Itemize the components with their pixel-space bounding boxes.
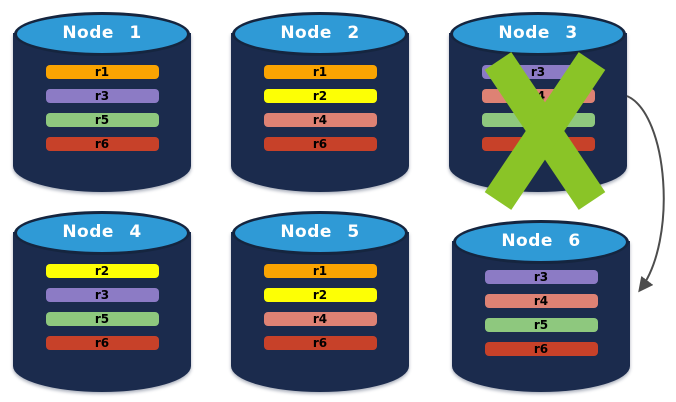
replica-bar: r4: [263, 113, 377, 127]
cylinder-top: Node 5: [232, 211, 408, 255]
node-5-cylinder: Node 5 r1 r2 r4 r6: [231, 211, 409, 392]
replica-list: r3 r4 r5 r6: [452, 270, 630, 356]
replica-list: r1 r2 r4 r6: [231, 65, 409, 151]
replica-bar: r1: [263, 65, 377, 79]
replica-bar: r3: [45, 288, 159, 302]
replica-bar: r5: [484, 318, 598, 332]
node-title: Node 1: [62, 23, 142, 43]
replica-bar: r2: [263, 288, 377, 302]
cylinder-body: [13, 33, 191, 192]
cylinder-body: [231, 33, 409, 192]
node-1-cylinder: Node 1 r1 r3 r5 r6: [13, 12, 191, 192]
node-6-cylinder: Node 6 r3 r4 r5 r6: [452, 220, 630, 392]
cylinder-top: Node 4: [14, 211, 190, 255]
node-title: Node 2: [280, 23, 360, 43]
failed-node-x-icon: [484, 52, 606, 210]
replica-bar: r6: [263, 336, 377, 350]
replica-bar: r6: [484, 342, 598, 356]
replica-bar: r5: [45, 113, 159, 127]
node-4-cylinder: Node 4 r2 r3 r5 r6: [13, 211, 191, 392]
replica-bar: r6: [45, 336, 159, 350]
replica-list: r1 r3 r5 r6: [13, 65, 191, 151]
cylinder-top: Node 6: [453, 220, 629, 264]
node-title: Node 6: [501, 231, 581, 251]
cylinder-top: Node 3: [450, 12, 626, 56]
replica-bar: r2: [45, 264, 159, 278]
node-3-cylinder-failed: Node 3 r3 r4 r5 r6: [449, 12, 627, 210]
replica-list: r2 r3 r5 r6: [13, 264, 191, 350]
replica-bar: r3: [484, 270, 598, 284]
node-title: Node 4: [62, 222, 142, 242]
node-title: Node 5: [280, 222, 360, 242]
replica-bar: r6: [263, 137, 377, 151]
replica-bar: r1: [45, 65, 159, 79]
replica-bar: r1: [263, 264, 377, 278]
replica-bar: r6: [45, 137, 159, 151]
replica-bar: r3: [45, 89, 159, 103]
cylinder-body: [452, 241, 630, 392]
cylinder-top: Node 2: [232, 12, 408, 56]
replica-bar: r2: [263, 89, 377, 103]
replica-bar: r4: [484, 294, 598, 308]
cylinder-top: Node 1: [14, 12, 190, 56]
replica-bar: r5: [45, 312, 159, 326]
node-title: Node 3: [498, 23, 578, 43]
node-2-cylinder: Node 2 r1 r2 r4 r6: [231, 12, 409, 192]
replica-bar: r4: [263, 312, 377, 326]
replica-list: r1 r2 r4 r6: [231, 264, 409, 350]
